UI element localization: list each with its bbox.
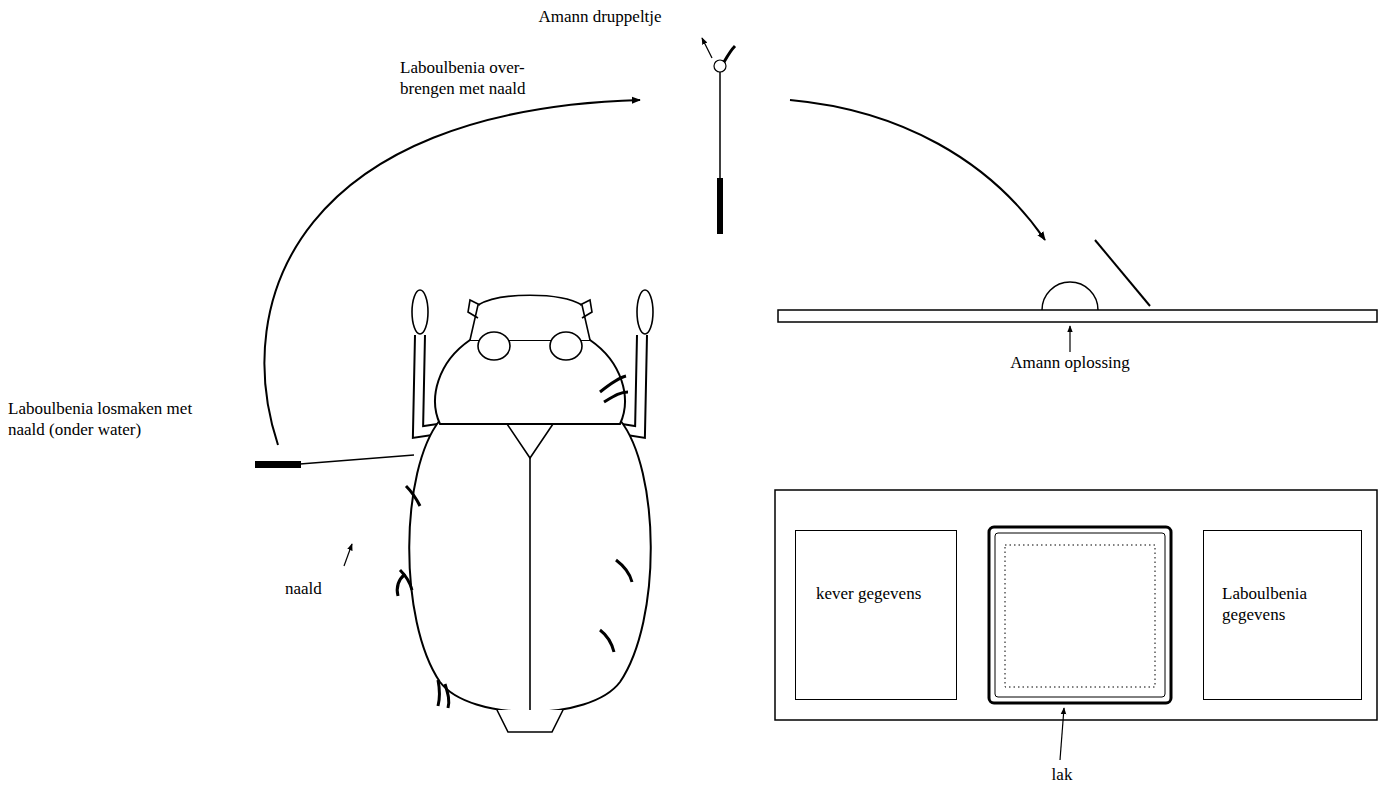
label-box: kever gegevens (795, 530, 957, 700)
annotation-label: naald (285, 578, 345, 599)
box-text: kever gegevens (816, 583, 948, 604)
flow-arrow (264, 100, 640, 445)
label-box: Laboulbenia gegevens (1203, 530, 1362, 700)
beetle (255, 290, 653, 732)
annotation-label: Laboulbenia losmaken met naald (onder wa… (8, 398, 208, 440)
box-text: Laboulbenia gegevens (1222, 583, 1353, 625)
annotation-label: Amann druppeltje (530, 6, 670, 27)
slide-top-view (775, 490, 1377, 760)
transfer-needle (702, 38, 735, 234)
flow-arrow (790, 100, 1045, 240)
annotation-label: Laboulbenia over- brengen met naald (400, 57, 550, 99)
annotation-label: lak (1030, 764, 1094, 785)
annotation-label: Amann oplossing (990, 352, 1150, 373)
slide-side-view (778, 240, 1377, 352)
